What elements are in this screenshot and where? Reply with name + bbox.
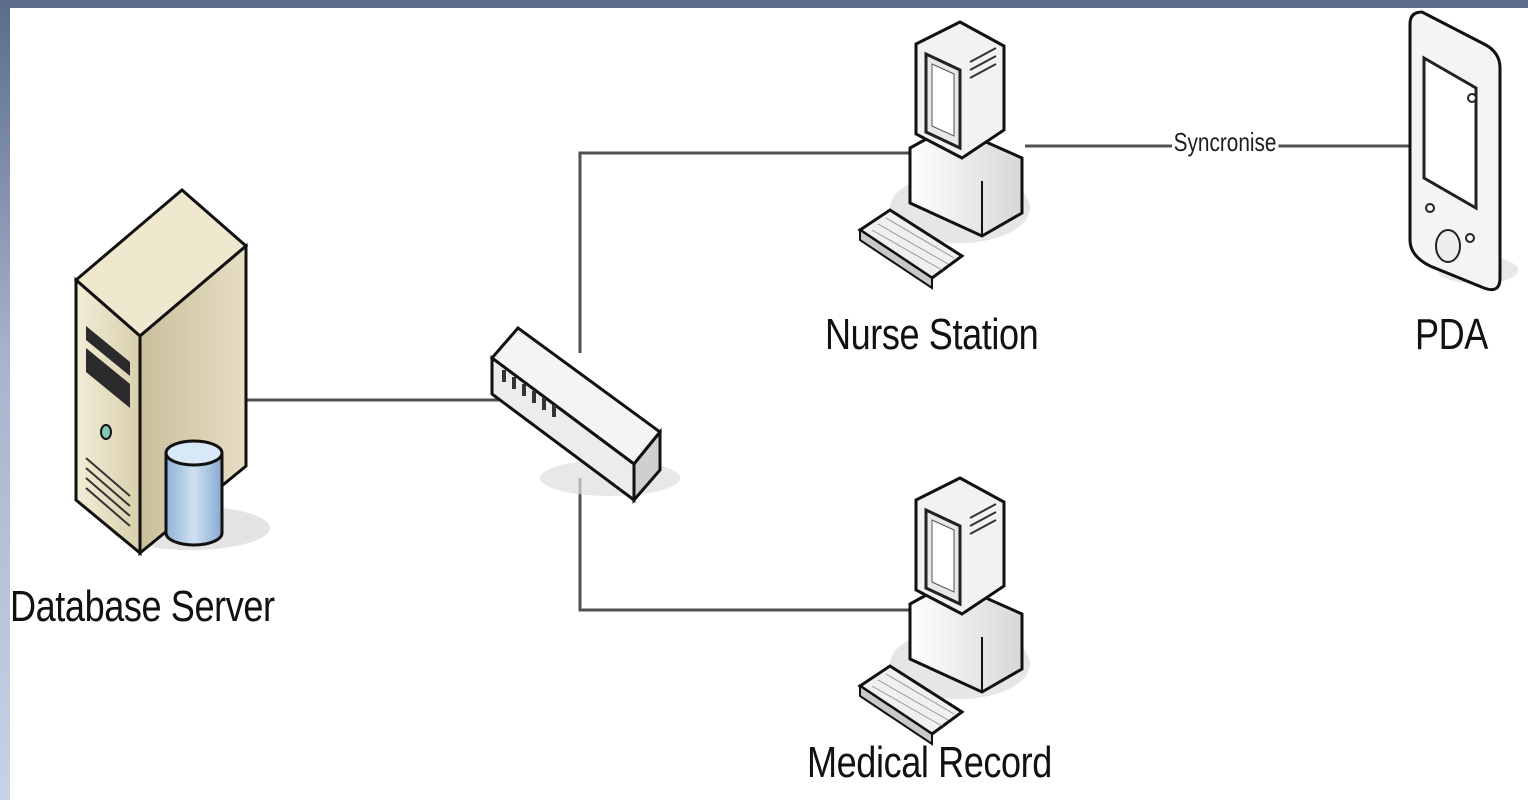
edge-switch-nurse-station [578, 151, 915, 353]
label-database-server: Database Server [10, 582, 275, 631]
connection-lines [246, 144, 1472, 612]
label-pda: PDA [1415, 310, 1488, 359]
server-icon [73, 188, 270, 557]
desktop-computer-icon [857, 20, 1030, 290]
network-diagram: Syncronise Database Server Nurse Station… [10, 8, 1528, 800]
diagram-canvas [73, 10, 1518, 746]
pda-icon [1408, 10, 1518, 292]
label-nurse-station: Nurse Station [825, 310, 1039, 359]
edge-switch-medical-record [578, 478, 915, 612]
edge-label-syncronise: Syncronise [1172, 127, 1279, 158]
desktop-computer-icon [857, 476, 1030, 746]
network-switch-icon [489, 325, 680, 505]
label-medical-record: Medical Record [807, 738, 1052, 787]
